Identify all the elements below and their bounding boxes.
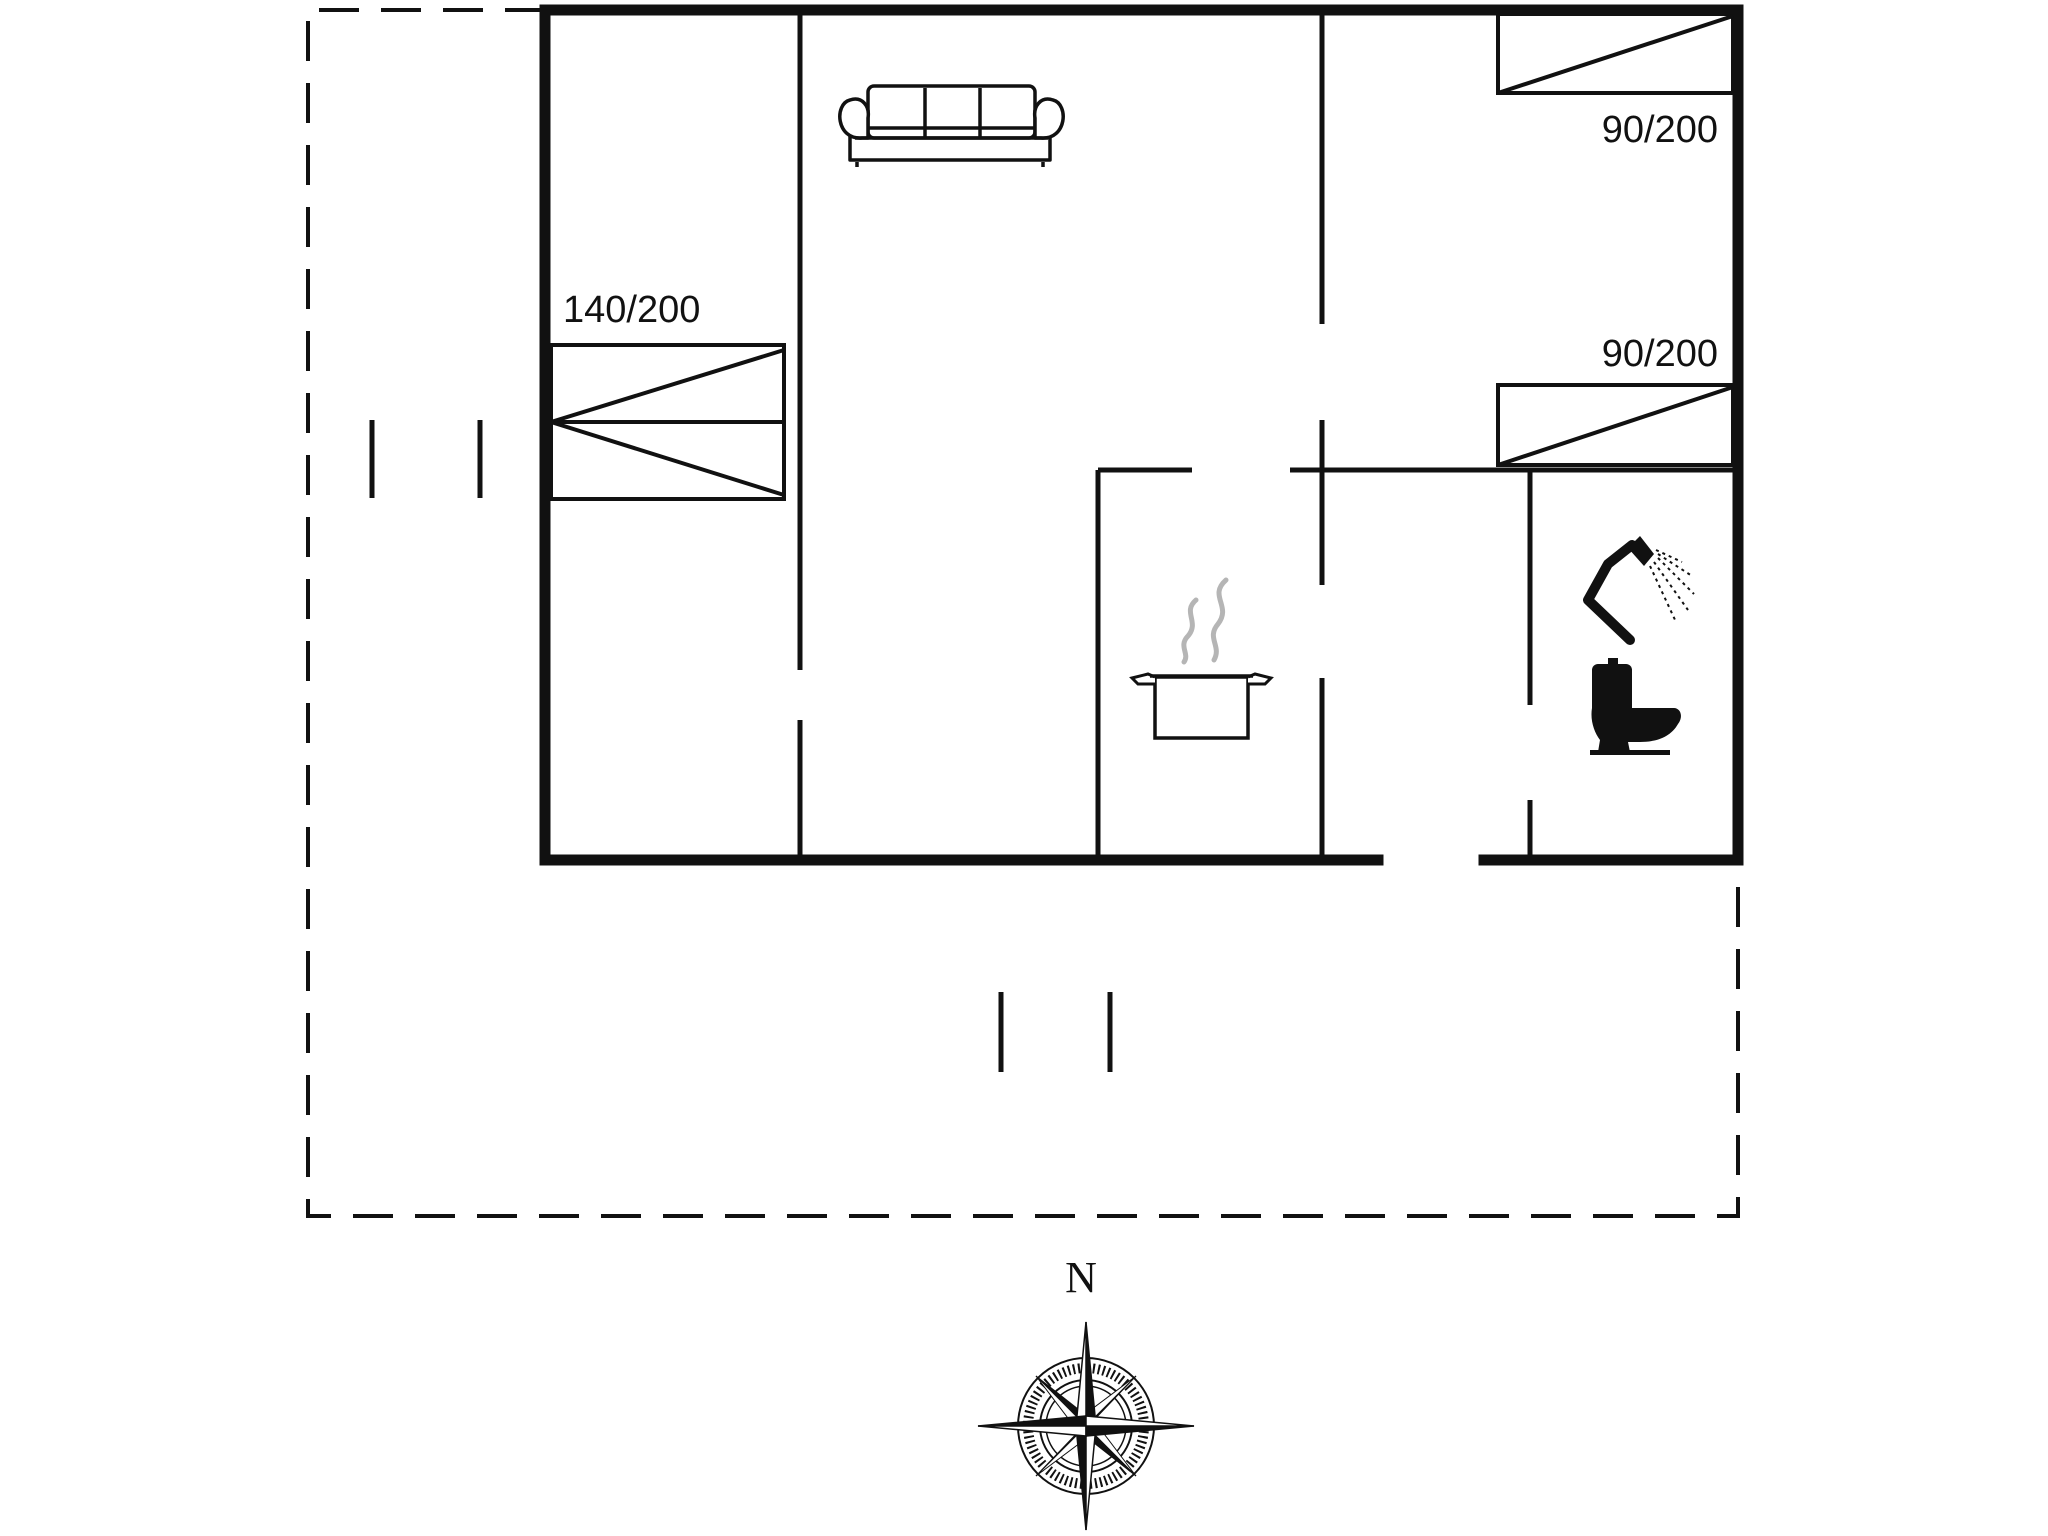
terrace-outline bbox=[306, 8, 1740, 1218]
single-bed-top-label: 90/200 bbox=[1602, 109, 1718, 151]
exterior-walls bbox=[539, 4, 1744, 866]
toilet-icon bbox=[1590, 658, 1681, 755]
single-bed-bottom-label: 90/200 bbox=[1602, 333, 1718, 375]
cooking-pot-icon bbox=[1129, 577, 1274, 740]
terrace-markers bbox=[369, 420, 1113, 1072]
north-label: N bbox=[1065, 1253, 1097, 1302]
double-bed bbox=[549, 343, 786, 501]
single-bed-top bbox=[1496, 12, 1735, 95]
compass-rose-icon bbox=[977, 1321, 1195, 1531]
interior-walls bbox=[797, 12, 1738, 858]
shower-icon bbox=[1583, 536, 1695, 645]
single-bed-bottom bbox=[1496, 383, 1735, 467]
sofa-icon bbox=[838, 84, 1065, 167]
double-bed-label: 140/200 bbox=[563, 289, 700, 331]
